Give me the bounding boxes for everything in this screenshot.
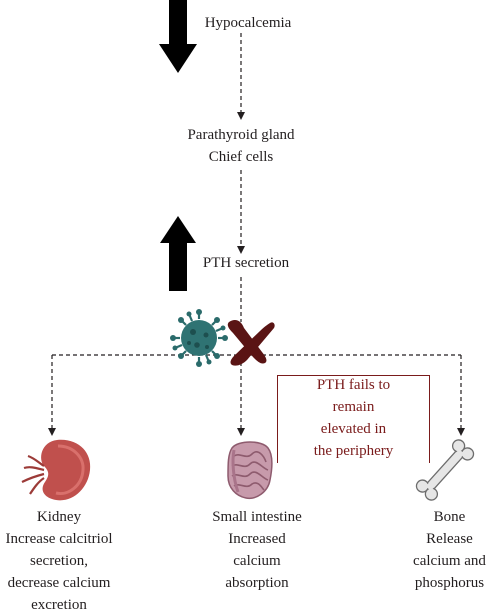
kidney-line-3: decrease calcium (7, 575, 111, 591)
intestine-line-3: absorption (225, 575, 289, 591)
kidney-icon (21, 439, 91, 501)
bone-label: Bone Release calcium and phosphorus (404, 506, 495, 594)
intestine-icon (227, 441, 273, 500)
bone-title: Bone (433, 509, 466, 525)
virus-icon (170, 309, 228, 367)
parathyroid-line-1: Parathyroid gland (187, 127, 295, 143)
bone-line-2: calcium and (413, 553, 486, 569)
pth-secretion-label: PTH secretion (202, 255, 290, 271)
kidney-line-2: secretion, (30, 553, 88, 569)
bone-icon (415, 439, 475, 501)
kidney-label: Kidney Increase calcitriol secretion, de… (0, 506, 118, 616)
intestine-line-1: Increased (228, 531, 286, 547)
warning-line-1: PTH fails to (316, 377, 391, 393)
kidney-line-4: excretion (31, 597, 87, 613)
warning-box (277, 375, 430, 463)
warning-line-3: elevated in (320, 421, 387, 437)
up-arrow-icon (160, 216, 196, 291)
intestine-title: Small intestine (212, 509, 302, 525)
bone-line-1: Release (426, 531, 473, 547)
kidney-line-1: Increase calcitriol (5, 531, 113, 547)
warning-line-4: the periphery (313, 443, 394, 459)
connectors (48, 33, 465, 436)
warning-line-2: remain (332, 399, 375, 415)
intestine-line-2: calcium (233, 553, 281, 569)
parathyroid-line-2: Chief cells (208, 149, 274, 165)
bone-line-3: phosphorus (414, 575, 485, 591)
down-arrow-icon (159, 0, 197, 73)
hypocalcemia-label: Hypocalcemia (204, 15, 292, 31)
parathyroid-label: Parathyroid gland Chief cells (170, 124, 312, 168)
kidney-title: Kidney (36, 509, 82, 525)
warning-text: PTH fails to remain elevated in the peri… (277, 374, 430, 462)
intestine-label: Small intestine Increased calcium absorp… (196, 506, 318, 594)
cross-mark-icon (227, 320, 275, 366)
